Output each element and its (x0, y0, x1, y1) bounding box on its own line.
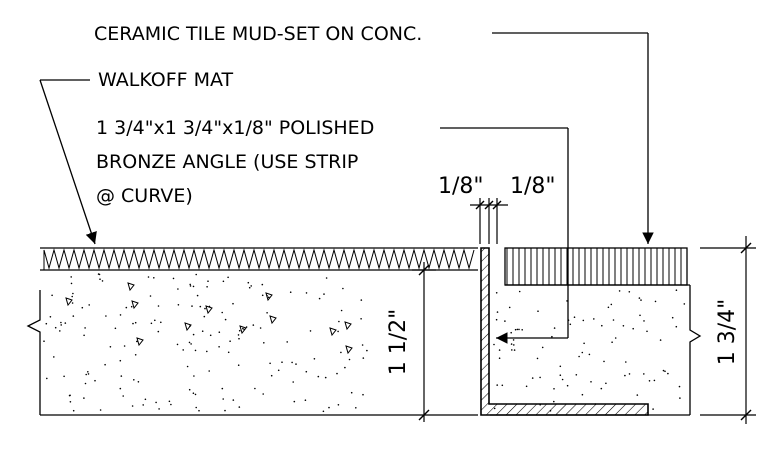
gap-left-label: 1/8" (438, 174, 484, 199)
concrete-aggregate (65, 282, 353, 355)
concrete-stipple (43, 273, 686, 413)
bronze-angle (480, 247, 649, 416)
leader-angle (440, 127, 569, 344)
dimension-mat-depth (412, 262, 436, 422)
tile-depth-label: 1 3/4" (715, 299, 740, 366)
leader-mat (39, 79, 97, 245)
walkoff-mat (43, 248, 475, 270)
dimension-tile-depth (700, 236, 756, 424)
mat-note: WALKOFF MAT (98, 69, 234, 91)
tile-note: CERAMIC TILE MUD-SET ON CONC. (94, 23, 422, 45)
ceramic-tile (504, 247, 688, 286)
angle-note-line2: BRONZE ANGLE (USE STRIP (96, 151, 358, 173)
mat-depth-label: 1 1/2" (386, 309, 411, 376)
dimension-gaps (470, 198, 508, 244)
leader-tile (492, 32, 654, 244)
gap-right-label: 1/8" (510, 174, 556, 199)
angle-note-line3: @ CURVE) (96, 185, 193, 207)
angle-note-line1: 1 3/4"x1 3/4"x1/8" POLISHED (96, 117, 374, 139)
